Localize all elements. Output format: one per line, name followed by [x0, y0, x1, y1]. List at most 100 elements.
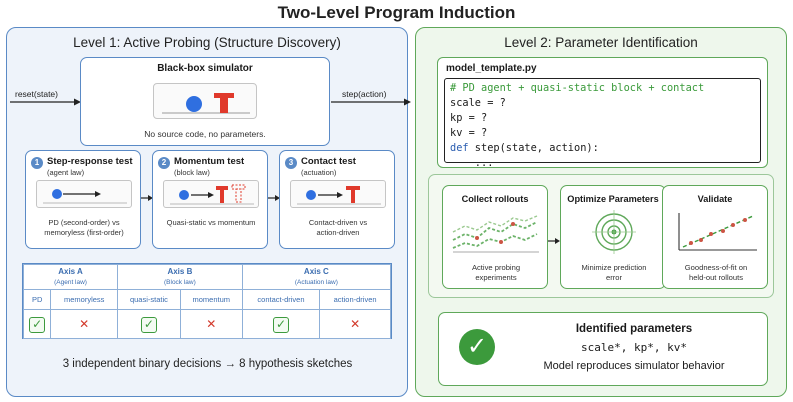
identified-note: Model reproduces simulator behavior: [543, 360, 725, 372]
code-keyword: def: [450, 142, 469, 154]
test-scene: [290, 180, 386, 208]
axis-option: action-driven: [319, 289, 391, 310]
test-title: Contact test: [301, 156, 356, 167]
stage-desc-line: error: [605, 273, 623, 282]
test-step-response: 1 Step-response test (agent law) PD (sec…: [25, 150, 141, 249]
test-desc-line: PD (second-order) vs: [48, 218, 120, 227]
code-line: scale = ?: [450, 97, 506, 109]
success-check-icon: ✓: [459, 329, 495, 365]
hypothesis-axes-table: Axis A(Agent law) Axis B(Block law) Axis…: [22, 263, 392, 339]
test-description: PD (second-order) vs memoryless (first-o…: [29, 218, 139, 238]
test-subtitle: (actuation): [301, 168, 337, 177]
axis-option: memoryless: [50, 289, 119, 310]
diagram-title: Two-Level Program Induction: [277, 3, 516, 22]
test-desc-line: Quasi-static vs momentum: [166, 218, 256, 227]
scatter-fit-icon: [671, 210, 761, 254]
stage-desc-line: Minimize prediction: [581, 263, 647, 272]
momentum-art: [170, 184, 254, 205]
code-line: ...: [450, 157, 494, 169]
flow-arrow: [141, 195, 153, 201]
code-block: # PD agent + quasi-static block + contac…: [444, 78, 761, 169]
axis-option: contact-driven: [241, 289, 321, 310]
test-title: Step-response test: [47, 156, 133, 167]
block-top-icon: [214, 93, 234, 98]
stage-title: Validate: [697, 194, 733, 204]
agent-ball-icon: [179, 190, 189, 200]
check-icon: ✓: [29, 317, 46, 333]
black-box-simulator: Black-box simulator No source code, no p…: [80, 57, 330, 146]
stage-optimize-parameters: Optimize Parameters Minimize prediction …: [560, 185, 666, 289]
level1-title: Level 1: Active Probing (Structure Disco…: [73, 35, 341, 50]
model-template-box: model_template.py # PD agent + quasi-sta…: [437, 57, 768, 169]
identified-params: scale*, kp*, kv*: [581, 341, 687, 354]
stage-desc-line: held-out rollouts: [688, 273, 744, 282]
block-stem-icon: [220, 190, 224, 203]
block-stem-icon: [351, 190, 355, 203]
axis-option: momentum: [179, 289, 243, 310]
stage-description: Active probing experiments: [445, 263, 547, 283]
test-subtitle: (agent law): [47, 168, 85, 177]
reset-arrow: [10, 98, 81, 106]
test-subtitle: (block law): [174, 168, 210, 177]
test-desc-line: memoryless (first-order): [44, 228, 124, 237]
stage-collect-rollouts: Collect rollouts Active probing experime…: [442, 185, 548, 289]
simulator-caption: No source code, no parameters.: [144, 129, 266, 139]
code-filename: model_template.py: [446, 63, 537, 74]
test-description: Contact-driven vs action-driven: [283, 218, 393, 238]
agent-ball-icon: [186, 96, 202, 112]
code-line: kp = ?: [450, 112, 488, 124]
axis-c-header: Axis C(Actuation law): [241, 264, 392, 290]
reset-label: reset(state): [15, 89, 58, 99]
test-momentum: 2 Momentum test (block law) Quasi-static…: [152, 150, 268, 249]
stage-validate: Validate Goodness-of-fit on held-out rol…: [662, 185, 768, 289]
stage-desc-line: experiments: [475, 273, 517, 282]
flow-arrow: [548, 238, 560, 244]
test-number-2: 2: [158, 157, 170, 169]
stage-title: Collect rollouts: [461, 194, 529, 204]
test-title: Momentum test: [174, 156, 245, 167]
axis-option: PD: [22, 289, 52, 310]
block-top-icon: [216, 186, 228, 190]
simulator-scene: [153, 83, 257, 119]
axis-b-header: Axis B(Block law): [117, 264, 243, 290]
stage-desc-line: Goodness-of-fit on: [684, 263, 748, 272]
axis-a-header: Axis A(Agent law): [22, 264, 119, 290]
block-stem-icon: [220, 98, 228, 113]
rollouts-icon: [451, 210, 541, 254]
target-icon: [569, 210, 659, 254]
test-description: Quasi-static vs momentum: [156, 218, 266, 228]
cross-icon: ✕: [206, 317, 217, 331]
check-icon: ✓: [272, 317, 289, 333]
test-scene: [163, 180, 259, 208]
check-icon: ✓: [140, 317, 157, 333]
stage-title: Optimize Parameters: [567, 194, 659, 204]
level1-summary: 3 independent binary decisions → 8 hypot…: [62, 358, 353, 370]
step-arrow: [331, 98, 411, 106]
stage-description: Minimize prediction error: [563, 263, 665, 283]
arrow-right-icon: [208, 192, 214, 198]
test-number-3: 3: [285, 157, 297, 169]
agent-ball-icon: [52, 189, 62, 199]
block-ghost-icon: [231, 184, 246, 190]
code-line: def step(state, action):: [450, 141, 755, 156]
agent-ball-icon: [306, 190, 316, 200]
arrow-right-icon: [337, 192, 343, 198]
cross-icon: ✕: [350, 317, 361, 331]
code-signature: step(state, action):: [468, 142, 599, 154]
level2-title: Level 2: Parameter Identification: [504, 35, 698, 50]
step-label: step(action): [342, 89, 387, 99]
test-desc-line: action-driven: [316, 228, 360, 237]
identified-parameters-box: ✓ Identified parameters scale*, kp*, kv*…: [438, 312, 768, 386]
stage-description: Goodness-of-fit on held-out rollouts: [665, 263, 767, 283]
step-response-art: [43, 189, 127, 204]
cross-icon: ✕: [79, 317, 90, 331]
identified-title: Identified parameters: [575, 323, 693, 335]
test-desc-line: Contact-driven vs: [308, 218, 368, 227]
test-scene: [36, 180, 132, 208]
flow-arrow: [268, 195, 280, 201]
arrow-right-icon: [95, 191, 101, 197]
code-comment: # PD agent + quasi-static block + contac…: [450, 82, 705, 94]
stage-desc-line: Active probing: [471, 263, 521, 272]
test-number-1: 1: [31, 157, 43, 169]
code-line: kv = ?: [450, 127, 488, 139]
